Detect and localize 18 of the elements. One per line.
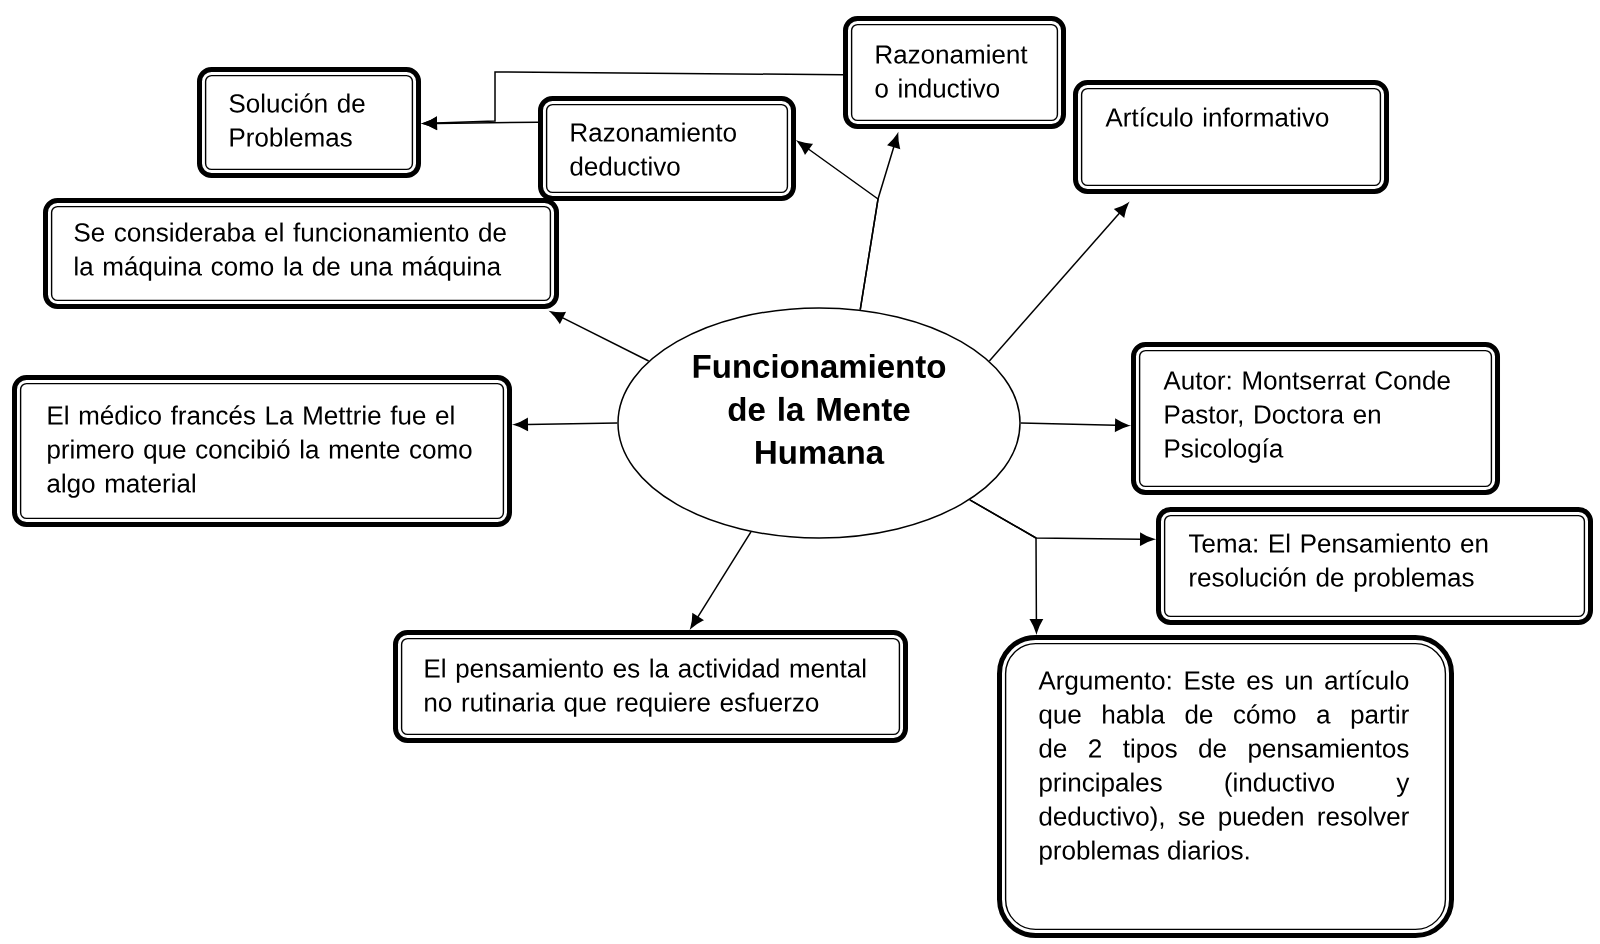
concept-box: Argumento: Este es un artículo que habla de cómo a partir de 2 tipos de pensamientos principales (inductivo y deductivo), se pueden resolver problemas diarios. bbox=[997, 635, 1454, 938]
concept-box: El pensamiento es la actividad mental no rutinaria que requiere esfuerzo bbox=[393, 630, 908, 743]
arrow bbox=[550, 311, 650, 362]
concept-box: Tema: El Pensamiento en resolución de problemas bbox=[1156, 507, 1593, 625]
concept-box: Artículo informativo bbox=[1073, 80, 1389, 194]
arrow bbox=[513, 418, 618, 431]
concept-box: Autor: Montserrat Conde Pastor, Doctora en Psicología bbox=[1131, 342, 1500, 495]
arrow bbox=[690, 531, 752, 629]
arrow bbox=[1020, 419, 1130, 432]
concept-box: El médico francés La Mettrie fue el primero que concibió la mente como algo material bbox=[12, 375, 512, 527]
concept-box: Solución de Problemas bbox=[197, 67, 421, 178]
arrow bbox=[422, 117, 539, 130]
arrow bbox=[988, 202, 1129, 362]
arrow bbox=[969, 499, 1043, 634]
concept-box: Razonamiento deductivo bbox=[538, 96, 796, 201]
concept-box: Razonamient o inductivo bbox=[843, 16, 1066, 129]
arrow bbox=[797, 140, 879, 311]
concept-box: Se consideraba el funcionamiento de la máquina como la de una máquina bbox=[43, 198, 559, 309]
